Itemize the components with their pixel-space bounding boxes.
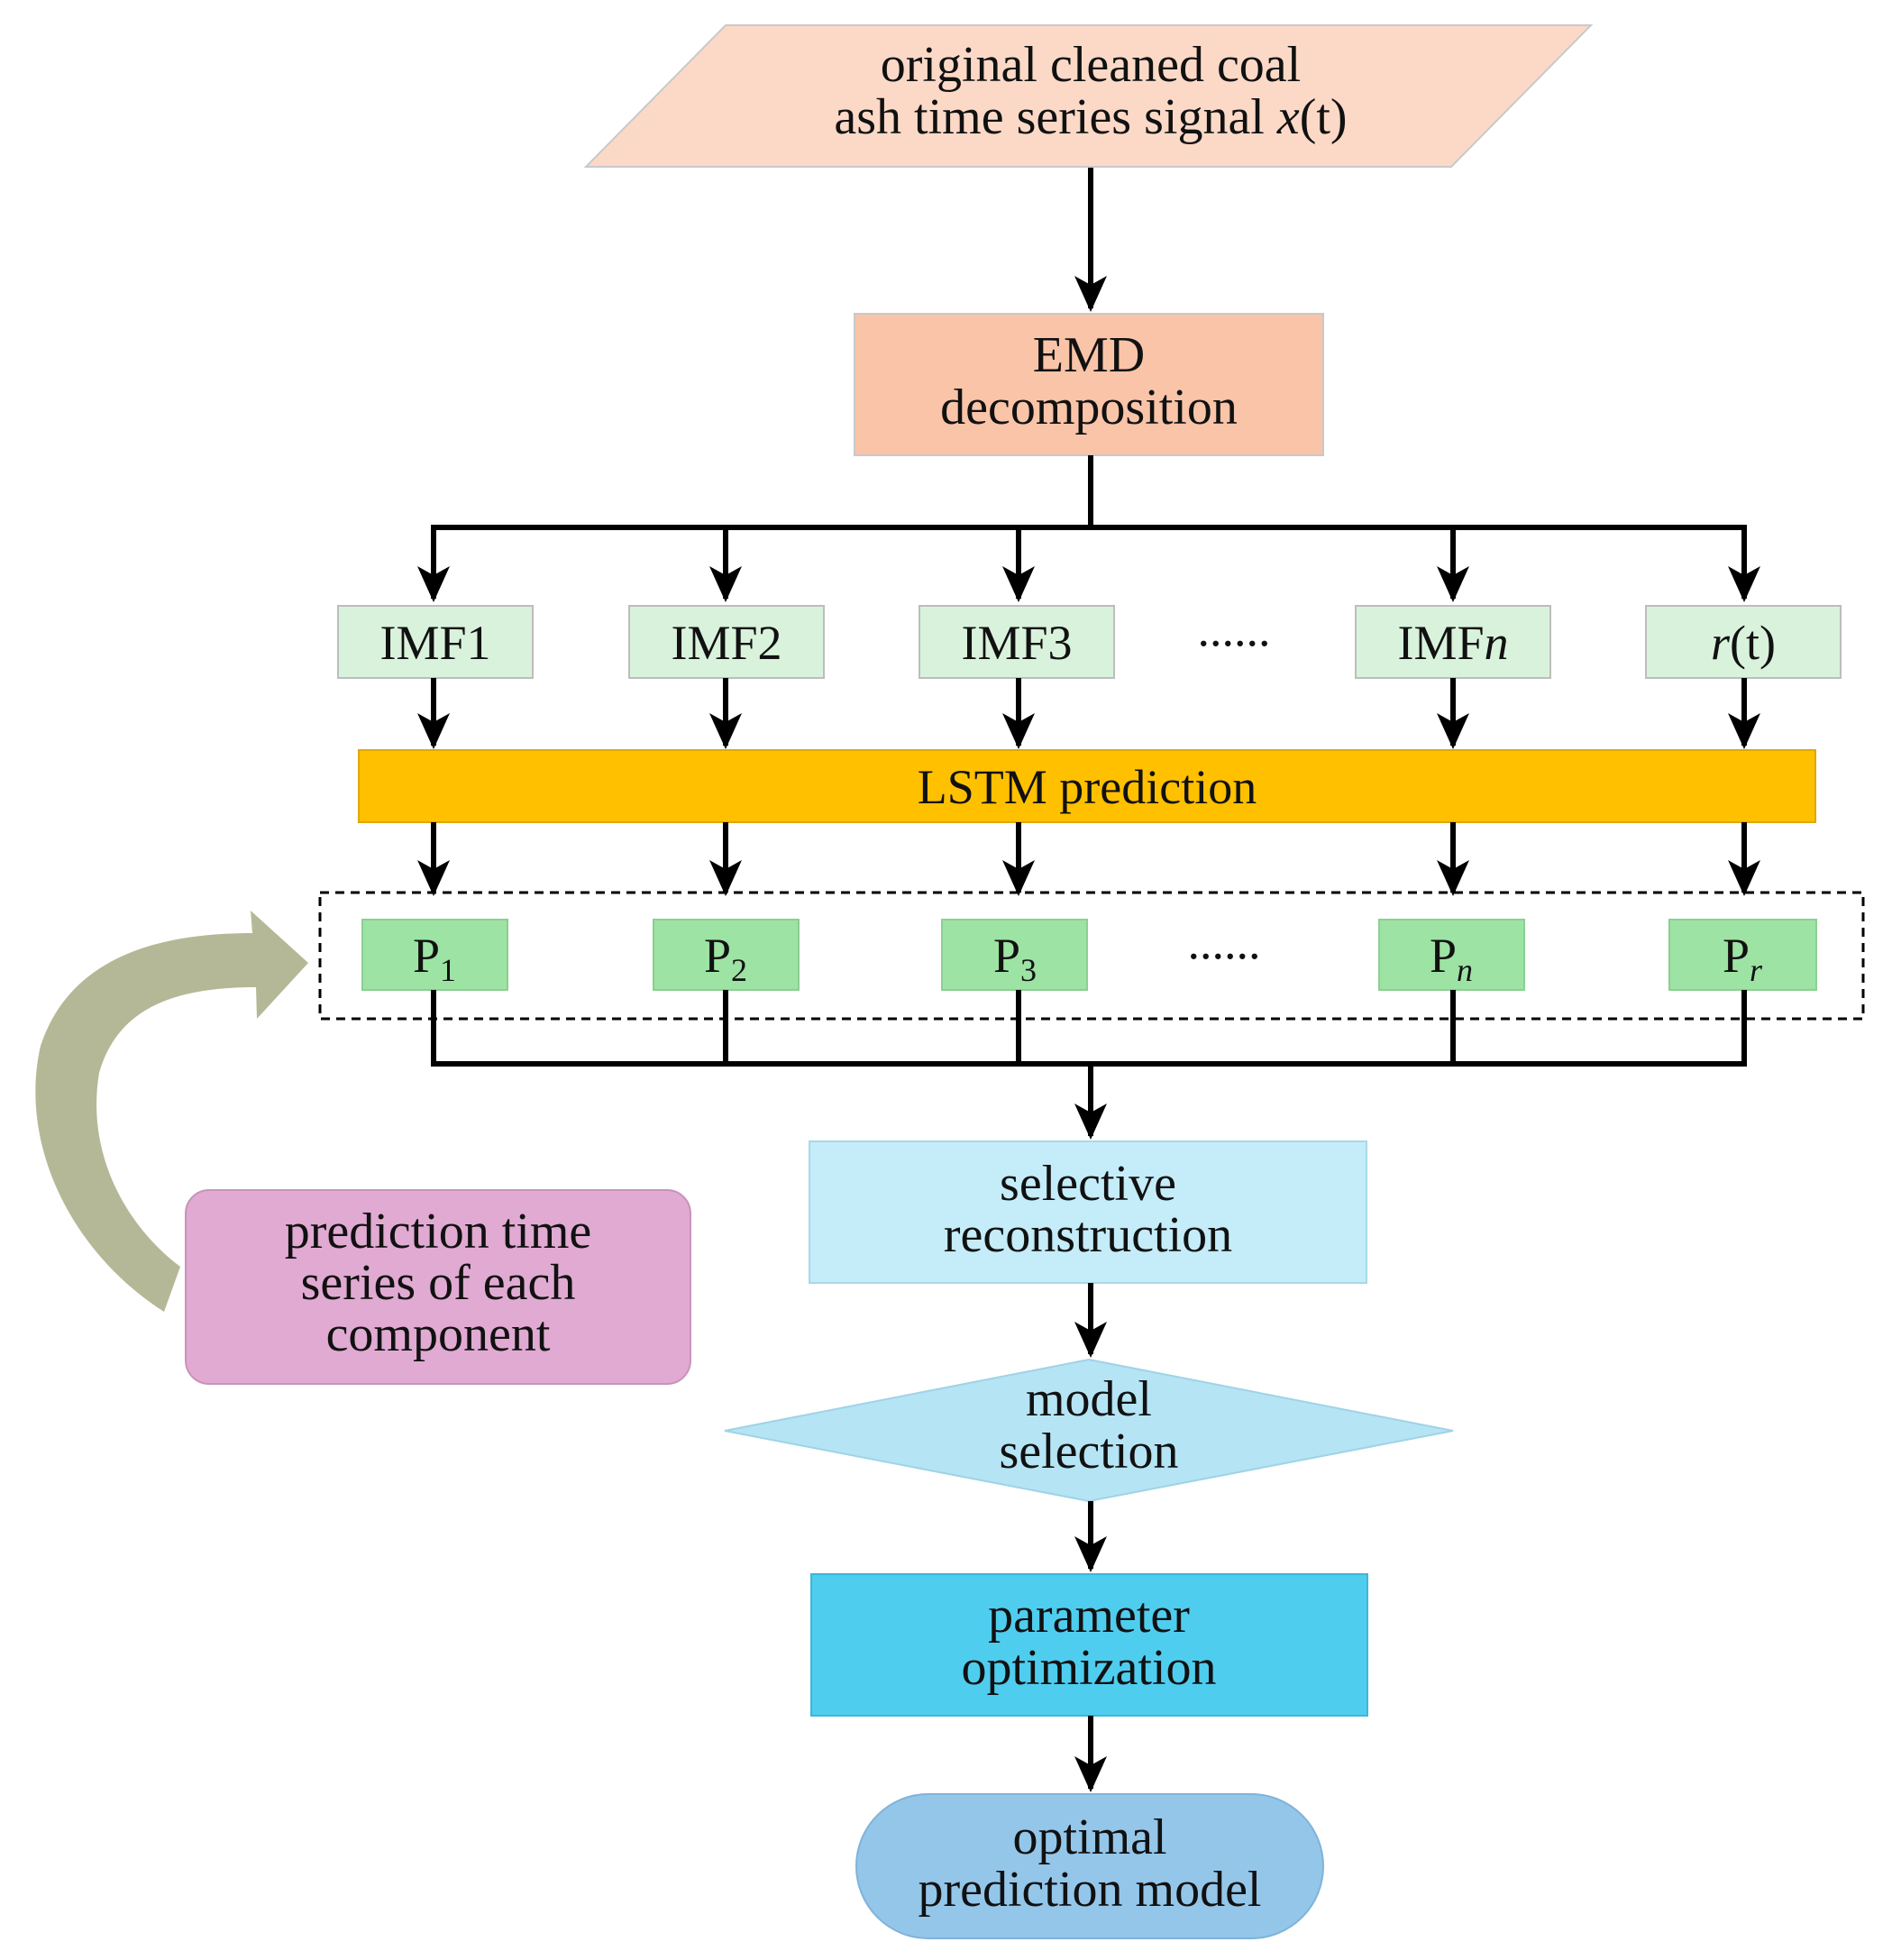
reconstruction-line1: selective <box>1000 1156 1176 1212</box>
note-line3: component <box>326 1306 551 1362</box>
optimal-model-node: optimal prediction model <box>855 1793 1324 1939</box>
prediction-label: Pr <box>1723 929 1763 988</box>
prediction-label: P2 <box>704 929 747 988</box>
lstm-to-pred-arrows <box>417 822 1760 896</box>
imf-node: r(t) <box>1645 605 1842 679</box>
reconstruction-node: selective reconstruction <box>809 1140 1367 1284</box>
note-line2: series of each <box>301 1255 576 1311</box>
prediction-label: P1 <box>413 929 456 988</box>
prediction-merge-connector <box>431 990 1747 1067</box>
imf-node: IMF3 <box>919 605 1115 679</box>
optimal-line1: optimal <box>1012 1809 1166 1865</box>
imf-label: IMFn <box>1397 616 1508 670</box>
selection-line1: model <box>1026 1371 1152 1427</box>
input-line2: ash time series signal x(t) <box>834 89 1347 145</box>
imf-label: IMF2 <box>671 616 781 670</box>
imf-node: IMF2 <box>628 605 825 679</box>
curved-arrow-icon <box>35 911 309 1312</box>
emd-distribution-connector <box>431 455 1747 530</box>
imf-to-lstm-arrows <box>417 678 1760 749</box>
prediction-label: P3 <box>993 929 1037 988</box>
prediction-node: P3 <box>941 919 1088 991</box>
model-selection-node: model selection <box>724 1358 1454 1503</box>
input-line1: original cleaned coal <box>881 37 1301 93</box>
emd-line1: EMD <box>1033 327 1145 383</box>
imf-label: IMF3 <box>961 616 1072 670</box>
emd-node: EMD decomposition <box>854 313 1324 456</box>
imf-node: IMF1 <box>337 605 534 679</box>
optimization-line2: optimization <box>961 1640 1216 1696</box>
prediction-group-outline <box>318 891 1865 1021</box>
emd-line2: decomposition <box>940 380 1238 435</box>
parameter-optimization-node: parameter optimization <box>810 1573 1368 1717</box>
imf-label: IMF1 <box>379 616 490 670</box>
prediction-note-node: prediction time series of each component <box>185 1189 691 1385</box>
imf-ellipsis: ...... <box>1198 602 1271 656</box>
reconstruction-line2: reconstruction <box>944 1207 1232 1263</box>
prediction-node: P1 <box>361 919 508 991</box>
prediction-node: Pr <box>1668 919 1817 991</box>
prediction-row: P1 P2 P3 ...... Pn Pr <box>361 915 1817 991</box>
lstm-node: LSTM prediction <box>358 749 1816 823</box>
prediction-label: Pn <box>1430 929 1473 988</box>
selection-line2: selection <box>999 1424 1178 1479</box>
prediction-node: P2 <box>653 919 800 991</box>
note-line1: prediction time <box>285 1204 592 1259</box>
imf-node: IMFn <box>1355 605 1551 679</box>
prediction-node: Pn <box>1378 919 1525 991</box>
emd-to-imf-arrows <box>417 527 1760 602</box>
optimal-line2: prediction model <box>918 1862 1261 1918</box>
lstm-label: LSTM prediction <box>918 760 1257 814</box>
prediction-ellipsis: ...... <box>1188 915 1261 969</box>
imf-label: r(t) <box>1711 616 1776 670</box>
imf-row: IMF1 IMF2 IMF3 ...... IMFn r(t) <box>337 602 1842 679</box>
input-signal-node: original cleaned coal ash time series si… <box>583 24 1594 168</box>
optimization-line1: parameter <box>988 1588 1190 1644</box>
